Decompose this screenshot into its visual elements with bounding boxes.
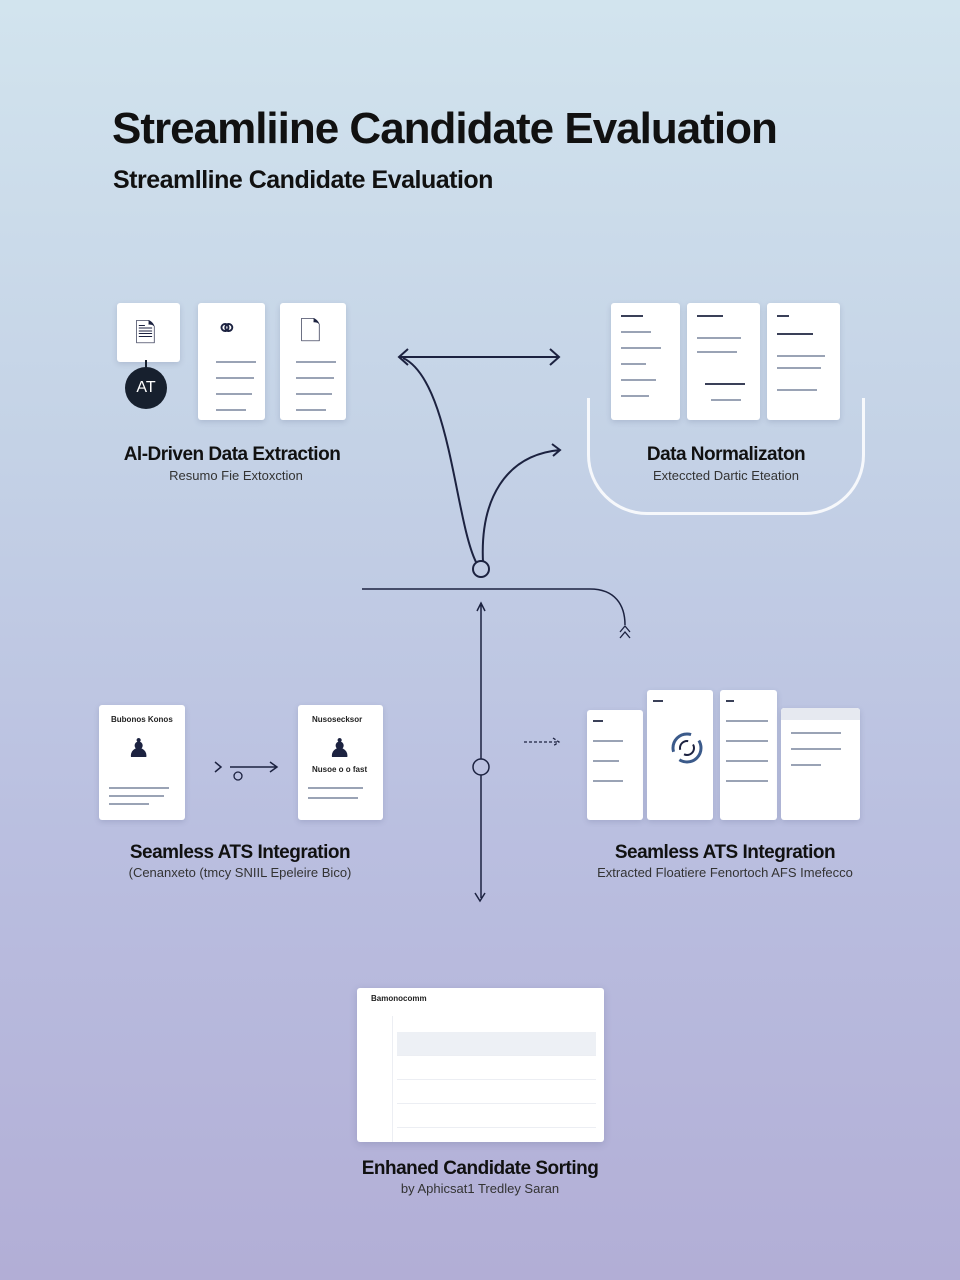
dashed-arrow <box>524 737 561 747</box>
ats-table-panel <box>720 690 777 820</box>
step-subtitle: (Cenanxeto (tmcy SNIIL Epeleire Bico) <box>128 865 352 880</box>
step-subtitle: Resumo Fie Extoxction <box>169 468 303 483</box>
step-title: Seamless ATS Integration <box>129 842 351 863</box>
headset-icon: ⚭ <box>216 313 238 343</box>
resume-card: 🗋 <box>280 303 346 420</box>
step-title: Al-Driven Data Extraction <box>123 444 341 465</box>
list-item[interactable] <box>397 1080 596 1104</box>
resume-card: ⚭ <box>198 303 265 420</box>
curve-arrow <box>481 443 562 563</box>
card-sublabel: Nusoe o o fast <box>312 765 368 774</box>
step-subtitle: Exteccted Dartic Eteation <box>653 468 799 483</box>
people-icon: ♟ <box>127 733 151 763</box>
normalized-doc-card <box>687 303 760 420</box>
window-sidebar <box>357 1016 393 1142</box>
people-icon: ♟ <box>328 733 352 763</box>
normalized-doc-card <box>611 303 680 420</box>
spiral-chart-icon <box>671 732 703 764</box>
junction-node <box>472 560 490 578</box>
page-subtitle: Streamlline Candidate Evaluation <box>113 166 493 194</box>
document-icon-card: 🗎 <box>117 303 180 362</box>
ats-chart-panel <box>647 690 713 820</box>
connector-stub <box>145 360 147 368</box>
resume-card: Nusosecksor ♟ Nusoe o o fast <box>298 705 383 820</box>
arrow-right <box>214 761 279 773</box>
list-item[interactable] <box>397 1056 596 1080</box>
step-title: Seamless ATS Integration <box>614 842 836 863</box>
vertical-connector <box>474 601 486 903</box>
ats-settings-panel <box>781 708 860 820</box>
list-item[interactable] <box>397 1032 596 1056</box>
ai-badge: AT <box>125 367 167 409</box>
page-title: Streamliine Candidate Evaluation <box>112 104 778 153</box>
candidate-sorting-window: Bamonocomm <box>357 988 604 1142</box>
horizontal-connector <box>362 588 626 626</box>
card-label: Nusosecksor <box>312 715 363 724</box>
window-title: Bamonocomm <box>371 994 427 1003</box>
document-icon: 🗋 <box>300 316 321 346</box>
step-title: Data Normalizaton <box>646 444 806 465</box>
normalized-doc-card <box>767 303 840 420</box>
card-label: Bubonos Konos <box>111 715 173 724</box>
junction-node <box>472 758 490 776</box>
double-arrow <box>397 348 561 366</box>
ats-panel <box>587 710 643 820</box>
resume-card: Bubonos Konos ♟ <box>99 705 185 820</box>
highlight-outline <box>587 398 865 515</box>
list-item[interactable] <box>397 1104 596 1128</box>
curve-connector <box>402 357 477 563</box>
step-subtitle: by Aphicsat1 Tredley Saran <box>400 1181 560 1196</box>
document-edit-icon: 🗎 <box>135 318 156 348</box>
step-subtitle: Extracted Floatiere Fenortoch AFS Imefec… <box>597 865 853 880</box>
step-title: Enhaned Candidate Sorting <box>361 1158 599 1179</box>
